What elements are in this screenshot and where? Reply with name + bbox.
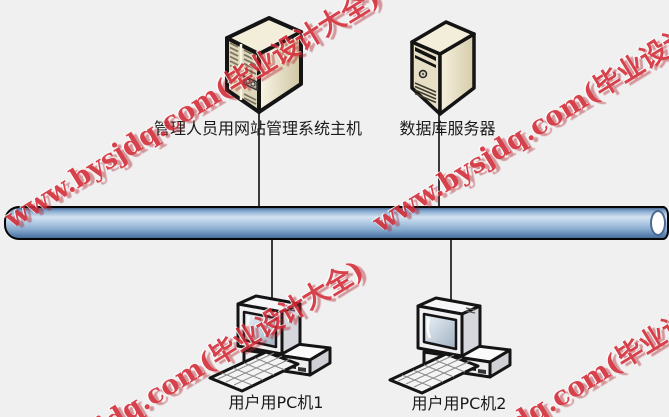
node-user-pc-1 [208,292,343,394]
pc-screen [422,312,458,351]
pc-screen [242,310,278,349]
label-user-pc-2: 用户用PC机2 [411,394,507,413]
label-database-server: 数据库服务器 [399,119,496,138]
pc-drive-slot [298,367,306,372]
label-user-pc-1: 用户用PC机1 [228,393,324,412]
server-grille [414,82,437,104]
pc-drive-slot [478,369,486,374]
pc-keyboard [208,350,300,393]
desktop-pc-icon [388,296,512,395]
connector-pc1-to-bus [271,236,273,300]
node-user-pc-2 [388,294,523,396]
desktop-pc-icon [208,294,332,393]
label-admin-server: 管理人员用网站管理系统主机 [153,119,362,138]
server-drive-slot [415,47,436,61]
pc-keyboard [388,352,480,395]
connector-database-server-to-bus [438,112,440,208]
node-database-server [400,16,484,118]
bus-right-end-opening [650,210,666,236]
server-vent-slits [229,42,257,105]
node-admin-server [211,10,315,116]
connector-pc2-to-bus [450,236,452,302]
connector-admin-server-to-bus [258,110,260,208]
network-bus [4,206,669,240]
server-tower-icon [225,16,303,114]
server-drive-slot [415,55,436,68]
server-tower-icon [410,20,476,116]
